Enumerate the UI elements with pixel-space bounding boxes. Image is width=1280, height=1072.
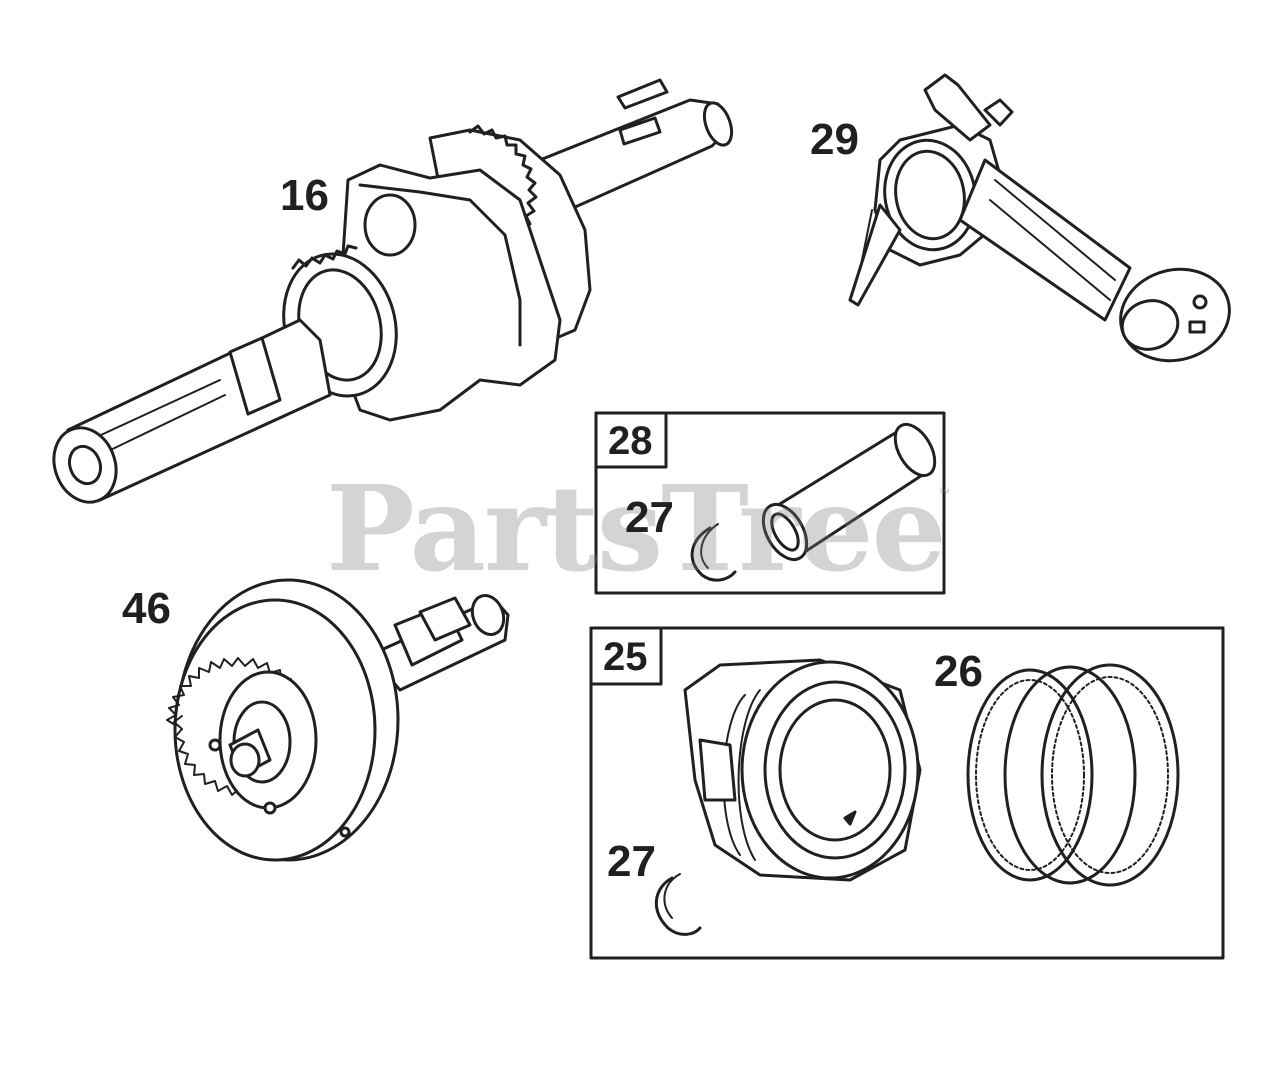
callout-connecting-rod[interactable]: 29 [810,115,859,164]
crankshaft-drawing[interactable] [44,78,737,511]
piston-rings-drawing[interactable] [966,663,1180,887]
piston-pin-drawing[interactable] [754,418,942,567]
piston-pin-box [594,411,946,595]
callout-retainer-piston[interactable]: 27 [607,837,656,886]
callout-camshaft[interactable]: 46 [122,584,171,633]
retainer-clip-drawing-2[interactable] [654,873,702,936]
callout-crankshaft[interactable]: 16 [280,171,329,220]
connecting-rod-drawing[interactable] [848,73,1240,373]
piston-box [589,626,1225,960]
box-label-piston[interactable]: 25 [603,635,648,679]
camshaft-drawing[interactable] [166,578,510,862]
piston-drawing[interactable] [683,658,922,882]
retainer-clip-drawing[interactable] [690,523,737,582]
box-label-piston-pin[interactable]: 28 [608,419,653,463]
partstree-watermark: PartsTree [326,459,947,598]
callout-piston-rings[interactable]: 26 [934,647,983,696]
callout-retainer-pin[interactable]: 27 [625,493,674,542]
trademark-symbol: ™ [938,486,950,500]
